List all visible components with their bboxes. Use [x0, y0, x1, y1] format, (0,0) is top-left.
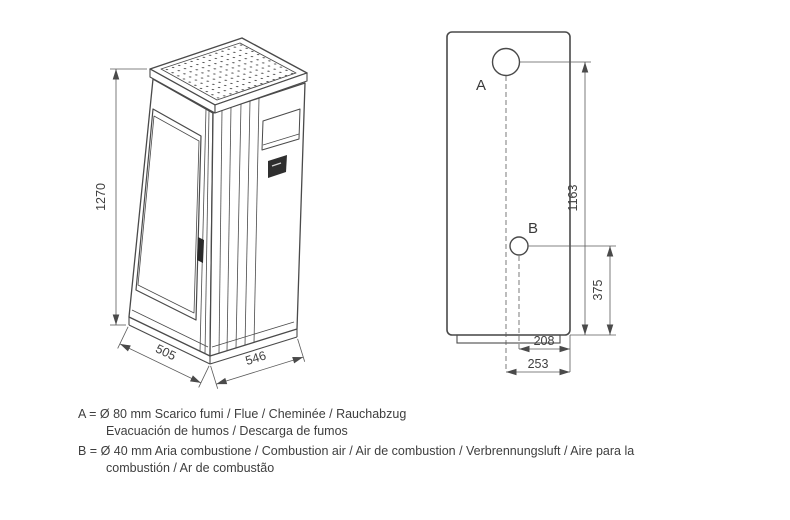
depth-dimension-label: 546: [244, 348, 268, 368]
b-offset-dimension-label: 208: [534, 334, 555, 348]
legend-line-a1: A = Ø 80 mm Scarico fumi / Flue / Chemin…: [78, 407, 407, 421]
legend-line-b1: B = Ø 40 mm Aria combustione / Combustio…: [78, 444, 635, 458]
port-a-label: A: [476, 77, 486, 94]
iso-dimensions: [110, 68, 306, 389]
rear-view: [446, 31, 571, 344]
port-b-label: B: [528, 220, 538, 237]
left-face-ridges: [199, 108, 210, 355]
dim-line-depth: [216, 356, 304, 385]
stove-door: [135, 108, 202, 321]
pellet-hopper-lid: [261, 108, 301, 151]
rear-pedestal: [456, 334, 561, 344]
top-lid-right-edge: [214, 72, 308, 114]
a-offset-dimension-label: 253: [528, 357, 549, 371]
door-handle: [197, 237, 204, 263]
b-height-dimension-label: 375: [591, 280, 605, 301]
height-dimension-label: 1270: [94, 183, 108, 211]
stove-door-glass: [137, 115, 200, 314]
legend-line-b2: combustión / Ar de combustão: [106, 461, 275, 475]
right-face-ridges: [218, 97, 260, 354]
legend: A = Ø 80 mm Scarico fumi / Flue / Chemin…: [78, 406, 634, 477]
legend-line-a2: Evacuación de humos / Descarga de fumos: [106, 424, 348, 438]
isometric-view: [128, 37, 308, 365]
rear-dimension-labels: 1163 375 208 253: [528, 185, 605, 371]
control-display: [268, 155, 287, 178]
rear-body-outline: [446, 31, 571, 336]
control-display-screen: [271, 162, 282, 167]
iso-dimension-labels: 1270 505 546: [94, 183, 268, 368]
hopper-lid-groove: [262, 133, 300, 146]
width-dimension-label: 505: [153, 342, 178, 364]
a-height-dimension-label: 1163: [566, 185, 580, 212]
flue-outlet-a: [491, 47, 521, 77]
top-perforation-grid: [160, 42, 297, 101]
dim-line-width: [119, 343, 202, 384]
rear-dimensions: [505, 61, 616, 376]
